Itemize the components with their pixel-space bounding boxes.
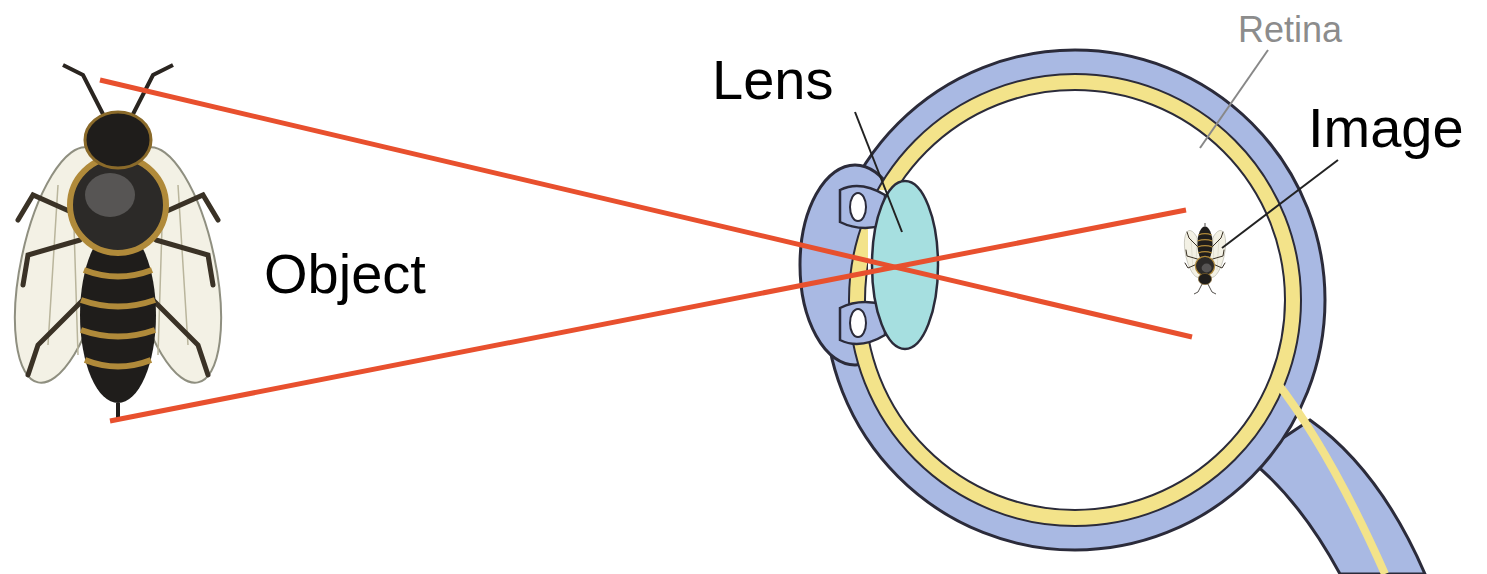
part-label: Lens: [712, 52, 833, 108]
part-label: Image: [1308, 100, 1464, 156]
part-label: Object: [264, 246, 426, 302]
part-label: Retina: [1238, 12, 1342, 48]
